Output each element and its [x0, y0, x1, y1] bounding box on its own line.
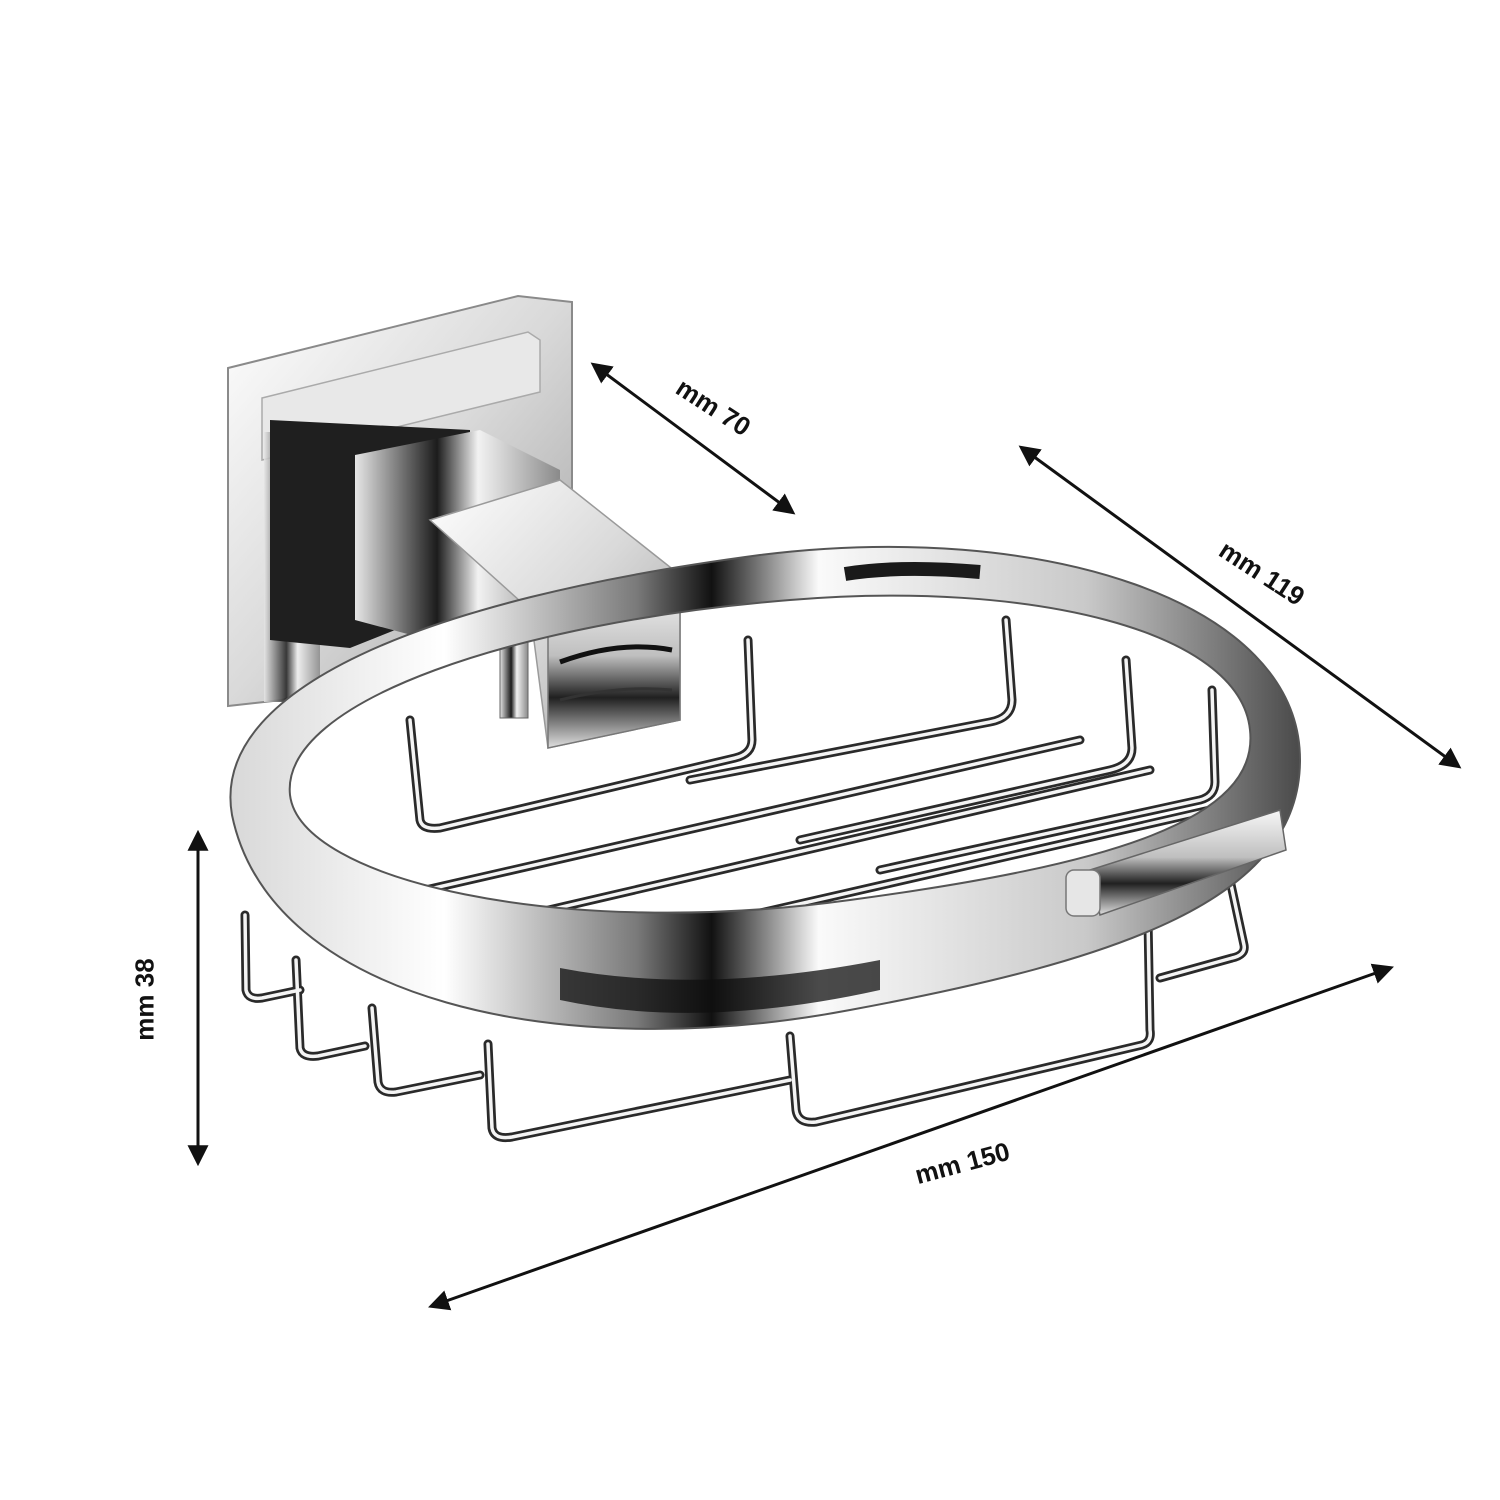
height-label: mm 38: [129, 958, 160, 1041]
length-arrow: [428, 963, 1394, 1311]
dimension-arrows: [187, 362, 1462, 1311]
width-arrow: [1018, 445, 1462, 769]
depth-arrow: [590, 362, 796, 515]
